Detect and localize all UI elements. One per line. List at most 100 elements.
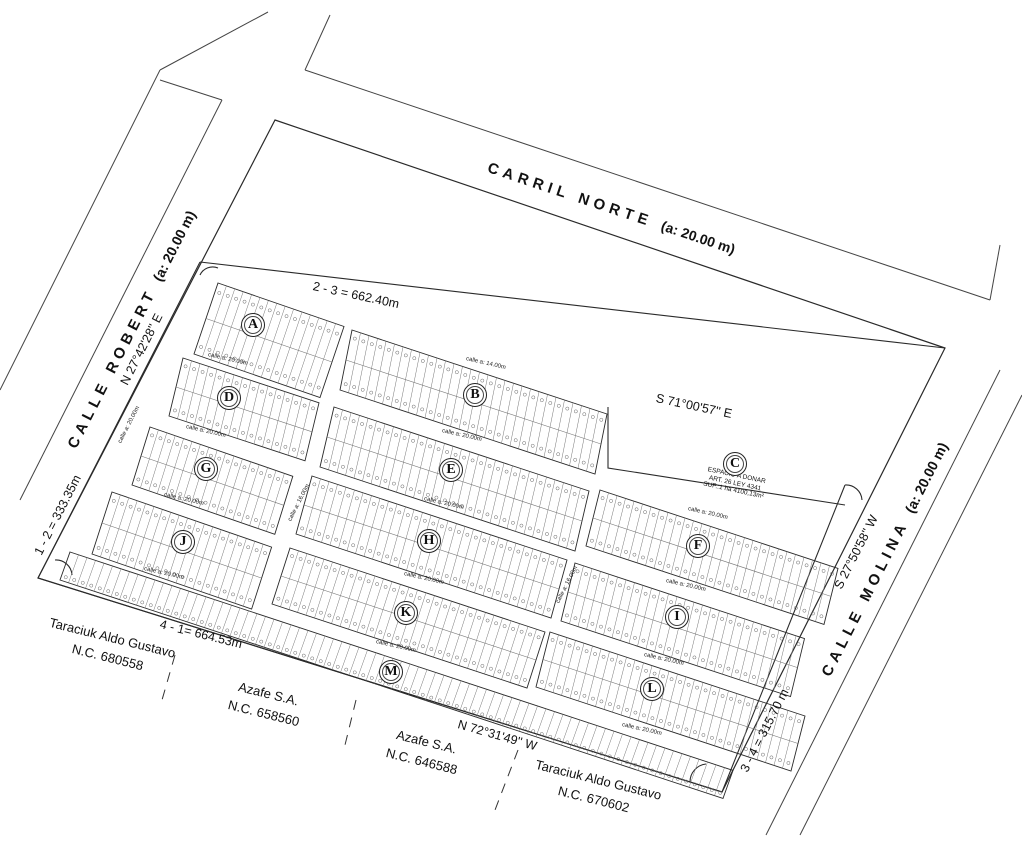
lot-number-marker <box>743 589 747 593</box>
lot-line <box>202 285 227 357</box>
lot-number-marker <box>198 416 203 421</box>
lot-number-marker <box>658 561 662 565</box>
lot-number-marker <box>259 305 264 310</box>
lot-number-marker <box>768 597 773 602</box>
lot-line <box>270 391 286 450</box>
lot-number-marker <box>242 634 247 638</box>
lot-number-marker <box>144 480 149 485</box>
lot-number-marker <box>205 583 210 588</box>
lot-line <box>713 613 729 672</box>
lot-line <box>182 444 201 503</box>
street-lines <box>0 11 1022 836</box>
lot-number-marker <box>302 605 306 609</box>
lot-number-marker <box>343 416 347 421</box>
lot-line <box>204 599 215 628</box>
lot-number-marker <box>140 600 145 605</box>
lot-number-marker <box>290 554 294 558</box>
lot-number-marker <box>633 635 637 640</box>
lot-number-marker <box>471 709 476 714</box>
lot-number-marker <box>717 580 722 585</box>
lot-number-marker <box>539 398 544 403</box>
lot-number-marker <box>531 395 536 400</box>
lot-number-marker <box>354 496 359 501</box>
lot-number-marker <box>307 559 311 564</box>
lot-number-marker <box>170 519 175 524</box>
lot-line <box>177 360 192 419</box>
lot-line <box>328 409 343 470</box>
lot-number-marker <box>157 606 162 610</box>
lot-line <box>433 360 446 421</box>
lot-line <box>738 540 754 597</box>
lot-number-marker <box>727 741 731 746</box>
lot-number-marker <box>521 475 526 480</box>
lot-number-marker <box>658 644 663 649</box>
lot-number-marker <box>684 652 688 657</box>
lot-number-marker <box>402 436 407 440</box>
lot-line <box>382 584 401 641</box>
lot-number-marker <box>200 370 205 374</box>
lot-line <box>493 694 504 723</box>
lot-number-marker <box>153 483 158 488</box>
lot-number-marker <box>419 441 424 446</box>
lot-number-marker <box>684 727 689 732</box>
lot-number-marker <box>462 421 467 426</box>
lot-number-marker <box>659 719 663 723</box>
lot-number-marker <box>276 477 280 481</box>
lot-number-marker <box>319 610 323 615</box>
lot-number-marker <box>298 557 303 561</box>
lot-number-marker <box>147 563 151 568</box>
lot-number-marker <box>220 506 225 511</box>
block-label-j: J <box>171 530 195 554</box>
lot-number-marker <box>785 603 790 607</box>
lot-line <box>331 567 350 624</box>
lot-number-marker <box>326 328 331 333</box>
lot-line <box>305 559 325 616</box>
lot-line <box>662 515 677 572</box>
lot-line <box>353 418 369 479</box>
lot-line <box>467 612 486 669</box>
lot-number-marker <box>422 518 427 523</box>
lot-number-marker <box>830 571 834 576</box>
lot-number-marker <box>329 488 334 492</box>
lot-number-marker <box>754 705 759 710</box>
lot-number-marker <box>692 655 697 660</box>
lot-line <box>85 560 96 589</box>
lot-line <box>594 574 610 633</box>
lot-number-marker <box>301 653 306 658</box>
lot-number-marker <box>437 698 442 703</box>
lot-number-marker <box>712 691 716 696</box>
lot-number-marker <box>166 439 171 444</box>
lot-number-marker <box>480 378 485 383</box>
lot-line <box>569 565 584 624</box>
lot-line <box>518 629 537 686</box>
lot-number-marker <box>182 614 187 619</box>
lot-number-marker <box>728 538 732 542</box>
lot-number-marker <box>576 646 580 651</box>
lot-line <box>594 492 609 549</box>
lot-number-marker <box>468 506 473 511</box>
lot-number-marker <box>607 754 612 759</box>
lot-line <box>680 756 691 785</box>
lot-line <box>815 565 830 622</box>
lot-number-marker <box>513 438 518 443</box>
lot-line <box>611 498 626 555</box>
lot-number-marker <box>191 617 196 622</box>
lot-number-marker <box>327 613 332 618</box>
lot-line <box>721 534 737 591</box>
lot-number-marker <box>627 663 631 668</box>
lot-number-marker <box>641 555 645 560</box>
lot-line <box>200 529 222 592</box>
lot-number-marker <box>405 513 410 518</box>
lot-line <box>467 686 479 715</box>
block-outline <box>91 491 273 610</box>
lot-number-marker <box>669 677 674 682</box>
lot-number-marker <box>163 569 168 574</box>
lot-line <box>603 654 619 710</box>
lot-number-marker <box>565 613 569 618</box>
lot-number-marker <box>361 624 366 629</box>
lot-number-marker <box>439 524 444 529</box>
lot-number-marker <box>762 549 766 554</box>
lot-line <box>806 562 822 619</box>
lot-number-marker <box>788 716 793 721</box>
lot-line <box>764 630 780 689</box>
